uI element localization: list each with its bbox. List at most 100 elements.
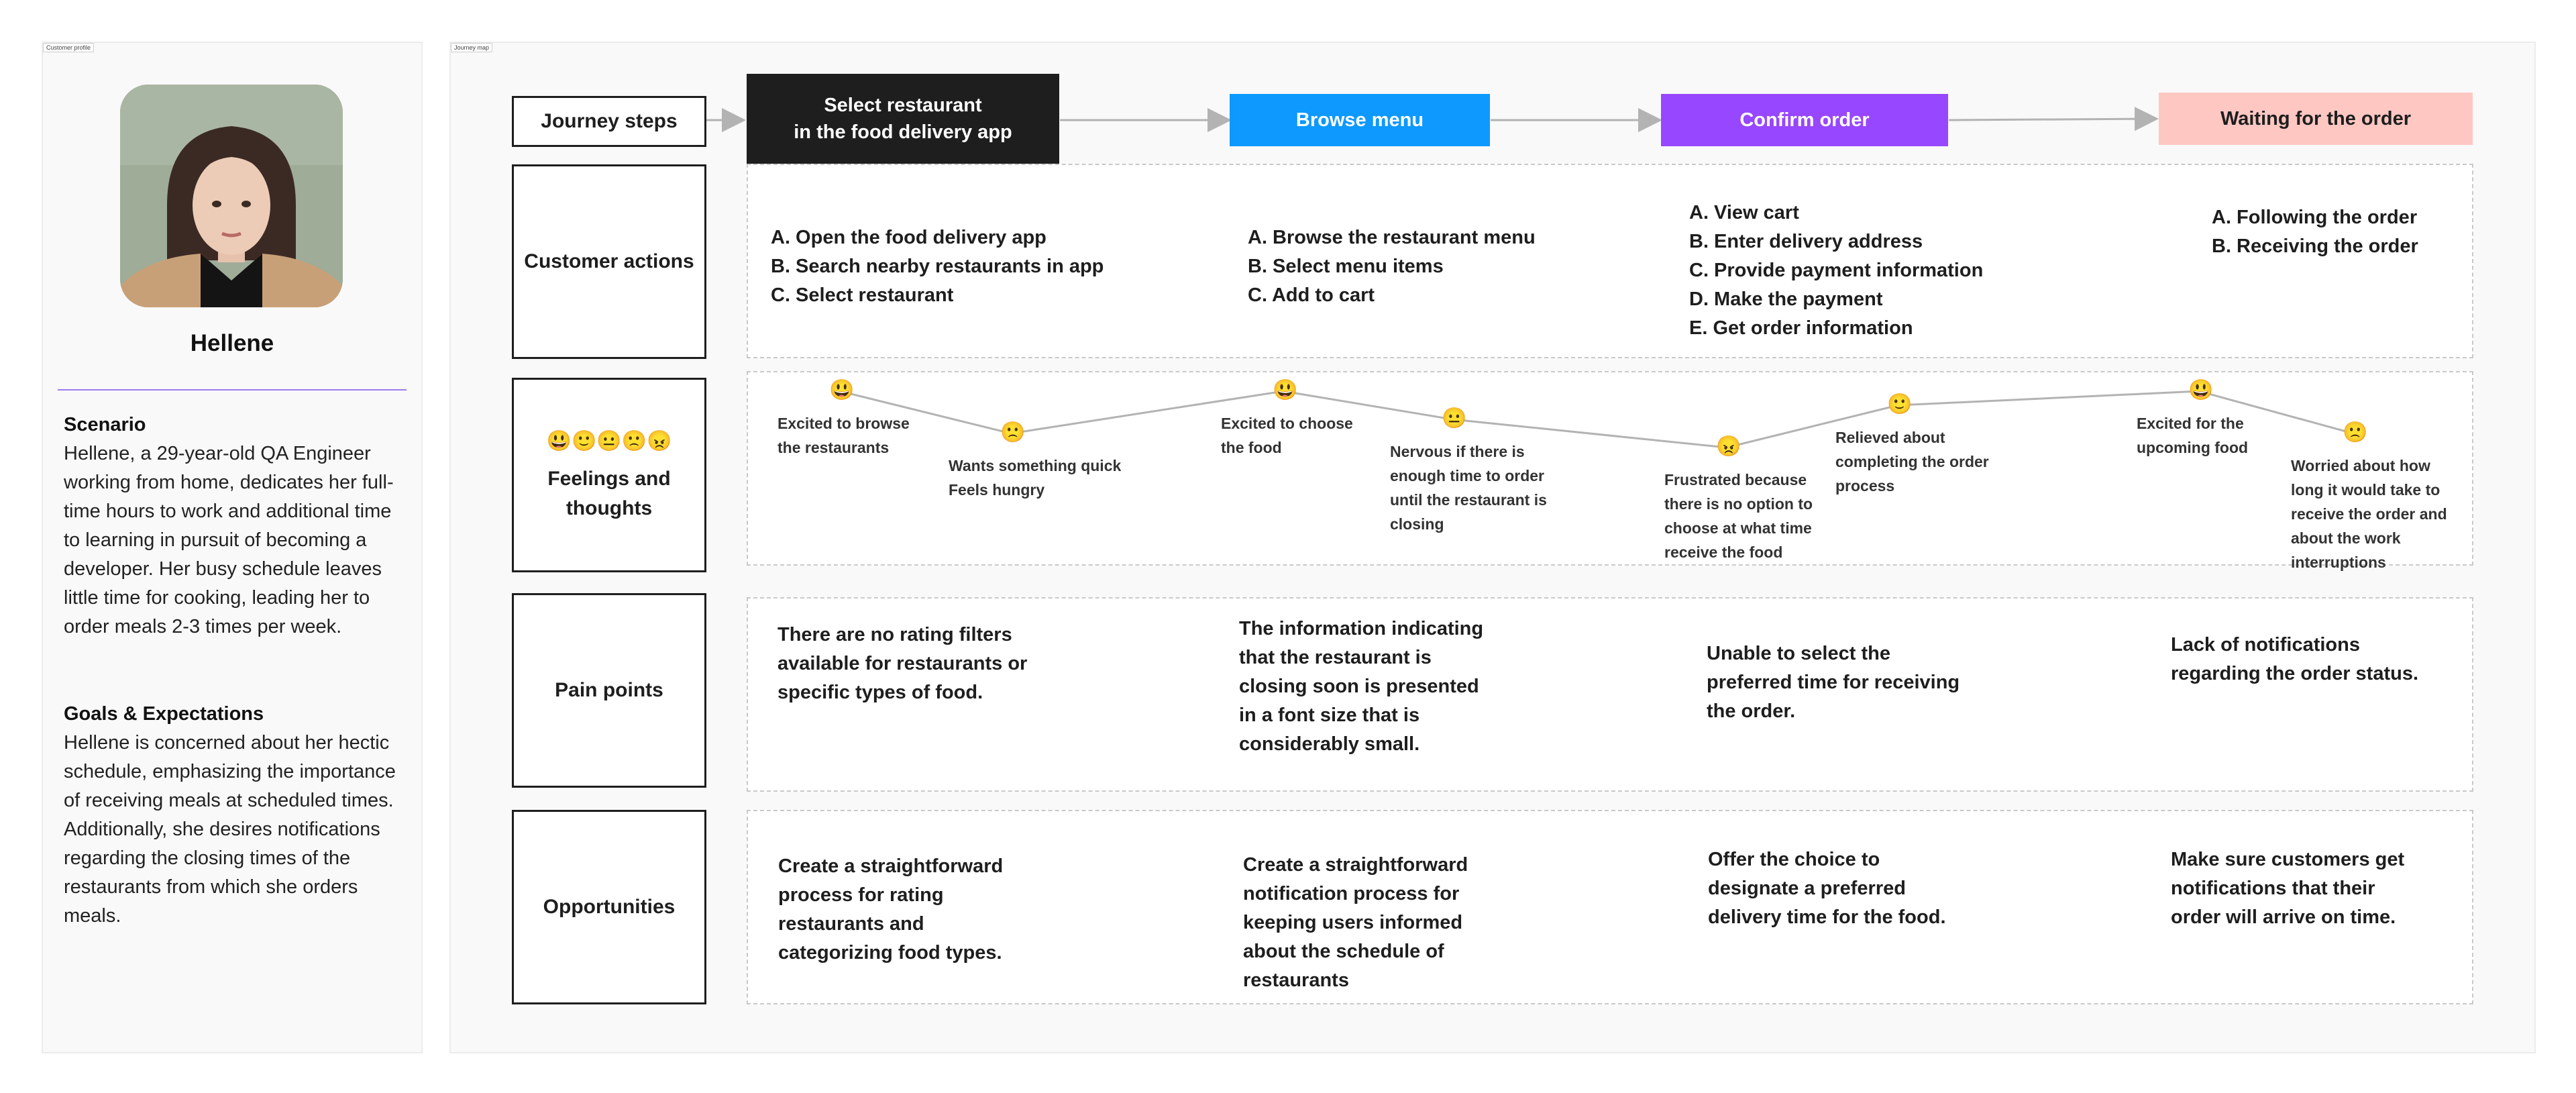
- opportunity-select: Create a straightforward process for rat…: [778, 852, 1003, 968]
- feeling-text-line: Frustrated because: [1664, 471, 1807, 488]
- emotion-scale-icon: 🙂: [571, 430, 597, 452]
- opportunity-line: restaurants and: [778, 913, 924, 935]
- feeling-text-line: Relieved about: [1835, 429, 1945, 446]
- action-item: A. Browse the restaurant menu: [1248, 227, 1536, 248]
- goals-title: Goals & Expectations: [64, 703, 264, 725]
- goals-line: Additionally, she desires notifications: [64, 819, 380, 840]
- feeling-text-line: upcoming food: [2137, 439, 2249, 456]
- goals-line: meals.: [64, 905, 121, 927]
- feeling-emoji-icon: 😃: [1273, 379, 1298, 401]
- pain-line: specific types of food.: [777, 682, 983, 703]
- feeling-text: Nervous if there is enough time to order u…: [1390, 439, 1547, 536]
- opportunity-line: process for rating: [778, 884, 944, 906]
- action-item: C. Select restaurant: [771, 284, 954, 306]
- goals-line: of receiving meals at scheduled times.: [64, 790, 394, 811]
- journey-step-browse-menu: Browse menu: [1230, 94, 1490, 146]
- pain-line: The information indicating: [1239, 618, 1484, 639]
- opportunity-line: Make sure customers get: [2171, 849, 2405, 870]
- profile-frame-tag[interactable]: Customer profile: [43, 43, 95, 52]
- row-label-pain-points: Pain points: [512, 593, 706, 788]
- feeling-emoji-icon: 😃: [829, 379, 855, 401]
- feeling-text-line: the food: [1221, 439, 1282, 456]
- opportunity-confirm: Offer the choice to designate a preferre…: [1708, 845, 1946, 932]
- feeling-emoji-icon: 😐: [1442, 407, 1467, 429]
- journey-step-waiting: Waiting for the order: [2159, 93, 2473, 145]
- opportunity-line: designate a preferred: [1708, 878, 1906, 899]
- pain-line: regarding the order status.: [2171, 663, 2419, 684]
- scenario-line: to learning in pursuit of becoming a: [64, 529, 367, 551]
- opportunity-browse: Create a straightforward notification pr…: [1243, 851, 1468, 995]
- feelings-row-container: [747, 371, 2473, 566]
- opportunity-line: keeping users informed: [1243, 912, 1463, 933]
- feeling-text-line: until the restaurant is: [1390, 491, 1547, 509]
- emotion-scale-icon: 😃: [546, 430, 572, 452]
- feeling-emoji-icon: 🙂: [1887, 393, 1913, 415]
- feeling-text-line: there is no option to: [1664, 495, 1813, 513]
- emotion-scale-icon: 😠: [647, 430, 672, 452]
- scenario-line: order meals 2-3 times per week.: [64, 616, 342, 637]
- journey-frame-tag[interactable]: Journey map: [451, 43, 493, 52]
- pain-points-row-container: [747, 597, 2473, 792]
- opportunity-line: Create a straightforward: [1243, 854, 1468, 876]
- row-label-journey-steps: Journey steps: [512, 96, 706, 147]
- scenario-line: working from home, dedicates her full-: [64, 472, 394, 493]
- feeling-text-line: the restaurants: [777, 439, 890, 456]
- pain-line: Lack of notifications: [2171, 634, 2360, 656]
- pain-point-select: There are no rating filters available fo…: [777, 621, 1027, 707]
- step-label-line: Select restaurant: [824, 95, 982, 116]
- pain-line: closing soon is presented: [1239, 676, 1479, 697]
- pain-line: Unable to select the: [1707, 643, 1890, 664]
- feelings-label-text: Feelings and thoughts: [547, 468, 671, 519]
- emotion-scale: 😃🙂😐🙁😠: [541, 427, 678, 456]
- pain-line: available for restaurants or: [777, 653, 1028, 674]
- journey-step-select-restaurant: Select restaurant in the food delivery ap…: [747, 74, 1059, 164]
- feeling-text-line: Feels hungry: [949, 481, 1045, 499]
- goals-line: schedule, emphasizing the importance: [64, 761, 396, 782]
- persona-name: Hellene: [190, 330, 274, 356]
- feeling-emoji-icon: 🙁: [2343, 421, 2368, 444]
- arrow-confirm-to-waiting: [1948, 107, 2159, 132]
- action-item: B. Receiving the order: [2212, 236, 2418, 257]
- row-label-feelings: 😃🙂😐🙁😠 Feelings and thoughts: [512, 378, 706, 572]
- pain-line: There are no rating filters: [777, 624, 1012, 645]
- goals-line: regarding the closing times of the: [64, 847, 351, 869]
- avatar-illustration: [120, 85, 343, 307]
- action-item: D. Make the payment: [1689, 289, 1883, 310]
- action-item: B. Search nearby restaurants in app: [771, 256, 1104, 277]
- feeling-text-line: closing: [1390, 515, 1444, 533]
- pain-point-browse: The information indicating that the rest…: [1239, 615, 1483, 759]
- feeling-text-line: choose at what time: [1664, 519, 1812, 537]
- opportunity-line: categorizing food types.: [778, 942, 1002, 964]
- goals-line: restaurants from which she orders: [64, 876, 358, 898]
- action-item: B. Enter delivery address: [1689, 231, 1923, 252]
- opportunity-line: Create a straightforward: [778, 855, 1004, 877]
- feeling-text-line: Worried about how: [2291, 457, 2430, 474]
- step-label-line: Waiting for the order: [2220, 108, 2412, 129]
- opportunity-line: notification process for: [1243, 883, 1460, 904]
- journey-step-confirm-order: Confirm order: [1661, 94, 1948, 146]
- actions-cell-waiting: A. Following the order B. Receiving the …: [2212, 203, 2418, 261]
- opportunity-line: Offer the choice to: [1708, 849, 1880, 870]
- profile-divider: [58, 389, 407, 391]
- opportunity-line: about the schedule of: [1243, 941, 1444, 962]
- feelings-curve-line: [839, 390, 2354, 449]
- feeling-emoji-icon: 😠: [1716, 435, 1741, 458]
- scenario-line: Hellene, a 29-year-old QA Engineer: [64, 443, 371, 464]
- pain-line: the order.: [1707, 700, 1796, 722]
- feeling-text-line: process: [1835, 477, 1895, 495]
- feeling-text-line: receive the food: [1664, 543, 1783, 561]
- step-label-line: Confirm order: [1739, 109, 1870, 131]
- action-item: B. Select menu items: [1248, 256, 1444, 277]
- step-label-line: in the food delivery app: [794, 121, 1012, 143]
- opportunity-line: delivery time for the food.: [1708, 906, 1946, 928]
- feeling-text-line: Nervous if there is: [1390, 443, 1525, 460]
- scenario-line: developer. Her busy schedule leaves: [64, 558, 382, 580]
- opportunity-line: restaurants: [1243, 970, 1349, 991]
- emotion-scale-icon: 😐: [596, 430, 622, 452]
- feeling-text-line: enough time to order: [1390, 467, 1544, 484]
